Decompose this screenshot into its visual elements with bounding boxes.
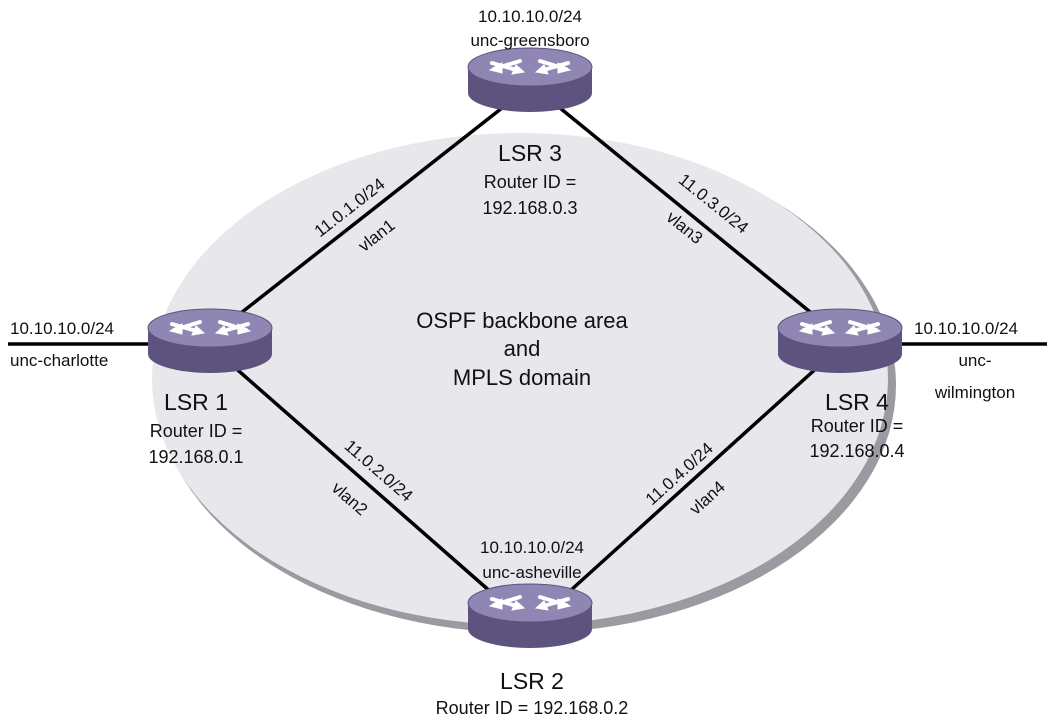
link-lsr1-lsr2 (230, 363, 502, 602)
lsr4-router-id-line2: 192.168.0.4 (809, 441, 904, 461)
lsr1-router-id-line2: 192.168.0.1 (148, 447, 243, 467)
lsr1-site-label: unc-charlotte (10, 351, 108, 370)
backbone-area (152, 133, 888, 625)
lsr1-name: LSR 1 (164, 389, 228, 415)
lsr3-network-label: 10.10.10.0/24 (478, 7, 582, 26)
lsr3-router-id-line1: Router ID = (484, 172, 577, 192)
lsr4-site-label-line1: unc- (958, 351, 991, 370)
lsr4-name: LSR 4 (825, 389, 889, 415)
router-lsr3-icon[interactable] (467, 47, 593, 112)
lsr2-site-label: unc-asheville (482, 563, 581, 582)
lsr3-name: LSR 3 (498, 140, 562, 166)
router-lsr4-icon[interactable] (777, 308, 903, 373)
lsr2-router-id: Router ID = 192.168.0.2 (436, 698, 629, 718)
lsr4-router-id-line1: Router ID = (811, 416, 904, 436)
lsr3-site-label: unc-greensboro (470, 31, 589, 50)
router-lsr2-icon[interactable] (467, 583, 593, 648)
lsr2-network-label: 10.10.10.0/24 (480, 538, 584, 557)
lsr3-router-id-line2: 192.168.0.3 (482, 198, 577, 218)
link-lsr1-lsr3 (230, 106, 504, 322)
lsr4-network-label: 10.10.10.0/24 (914, 319, 1018, 338)
center-label-line1: OSPF backbone area (416, 308, 628, 333)
router-lsr1-icon[interactable] (147, 308, 273, 373)
center-label-line3: MPLS domain (453, 365, 591, 390)
link-lsr2-lsr4 (558, 363, 822, 602)
lsr4-site-label-line2: wilmington (934, 383, 1015, 402)
lsr1-network-label: 10.10.10.0/24 (10, 319, 114, 338)
lsr2-name: LSR 2 (500, 668, 564, 694)
link-lsr3-lsr4 (558, 106, 822, 322)
lsr1-router-id-line1: Router ID = (150, 421, 243, 441)
center-label-line2: and (504, 336, 541, 361)
